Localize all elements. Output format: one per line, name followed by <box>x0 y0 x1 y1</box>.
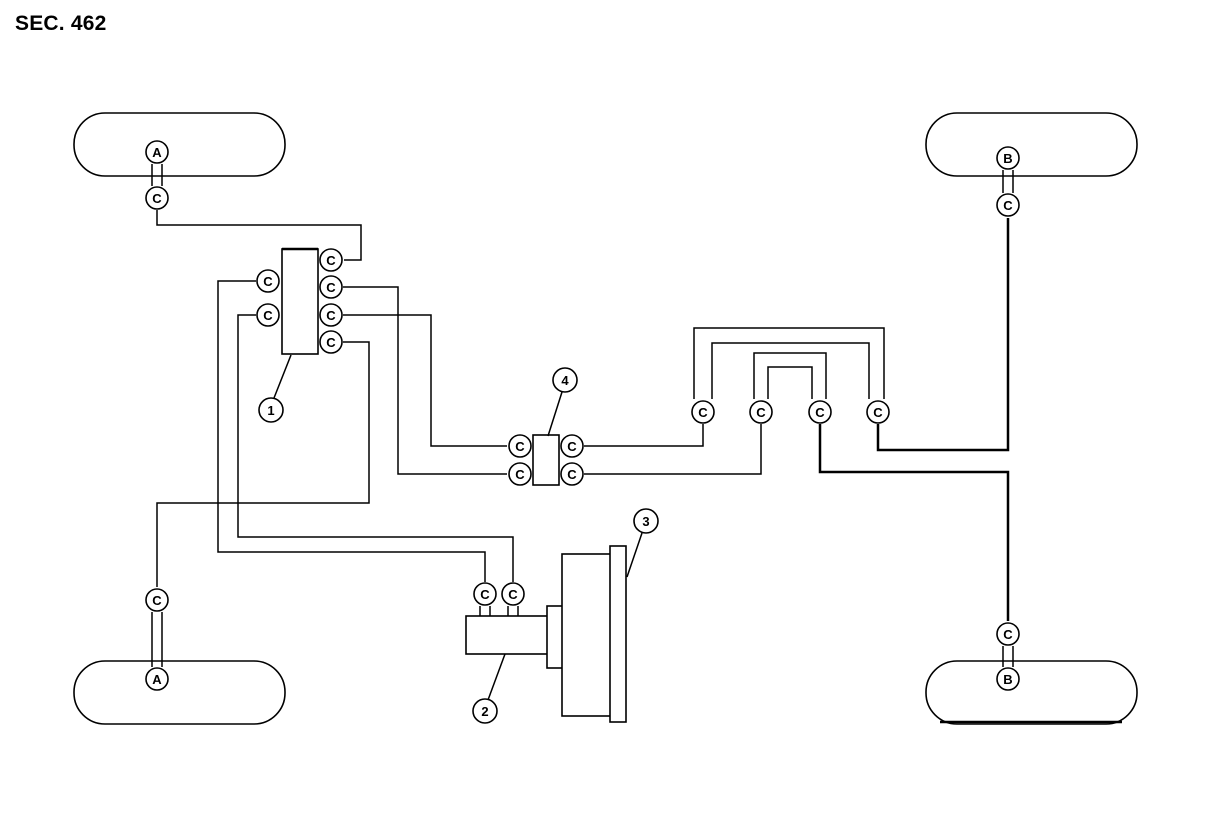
connector-c: C <box>808 400 832 424</box>
connector-c: C <box>145 588 169 612</box>
hose-marker-a-front: A <box>145 140 169 164</box>
svg-text:B: B <box>1003 151 1012 166</box>
svg-text:A: A <box>152 145 162 160</box>
master-cylinder-flange <box>546 605 564 669</box>
brake-booster-3 <box>561 553 613 717</box>
svg-text:C: C <box>1003 198 1013 213</box>
callout-2: 2 <box>472 698 498 724</box>
connector-c: C <box>560 434 584 458</box>
connector-c: C <box>749 400 773 424</box>
svg-text:3: 3 <box>642 514 649 529</box>
svg-text:C: C <box>326 308 336 323</box>
connector-c: C <box>508 434 532 458</box>
svg-text:2: 2 <box>481 704 488 719</box>
connector-c: C <box>560 462 584 486</box>
brake-lines <box>151 164 1014 667</box>
connector-c: C <box>996 193 1020 217</box>
connector-c: C <box>256 303 280 327</box>
hose-marker-b-rear: B <box>996 667 1020 691</box>
svg-text:C: C <box>515 467 525 482</box>
connector-c: C <box>319 303 343 327</box>
brake-booster-plate <box>609 545 627 723</box>
svg-text:C: C <box>152 593 162 608</box>
svg-text:C: C <box>263 274 273 289</box>
connector-c: C <box>145 186 169 210</box>
page-title: SEC. 462 <box>15 12 107 35</box>
svg-text:C: C <box>1003 627 1013 642</box>
svg-text:C: C <box>326 253 336 268</box>
connector-c: C <box>866 400 890 424</box>
connector-c: C <box>256 269 280 293</box>
svg-text:C: C <box>515 439 525 454</box>
connector-c: C <box>319 248 343 272</box>
callout-3: 3 <box>633 508 659 534</box>
svg-text:C: C <box>326 335 336 350</box>
svg-text:C: C <box>873 405 883 420</box>
connector-c: C <box>319 275 343 299</box>
proportioning-valve-4 <box>532 434 560 486</box>
wheel-rear-left <box>73 660 286 725</box>
connector-c: C <box>473 582 497 606</box>
callout-1: 1 <box>258 397 284 423</box>
master-cylinder-2 <box>465 615 549 655</box>
wheel-rear-right <box>925 660 1138 725</box>
svg-text:C: C <box>756 405 766 420</box>
connector-c: C <box>501 582 525 606</box>
connector-c: C <box>691 400 715 424</box>
svg-text:C: C <box>567 467 577 482</box>
connector-c: C <box>319 330 343 354</box>
callout-4: 4 <box>552 367 578 393</box>
svg-text:C: C <box>815 405 825 420</box>
svg-text:A: A <box>152 672 162 687</box>
svg-text:C: C <box>480 587 490 602</box>
connector-c: C <box>996 622 1020 646</box>
svg-text:C: C <box>152 191 162 206</box>
svg-text:C: C <box>508 587 518 602</box>
svg-text:4: 4 <box>561 373 569 388</box>
wheel-front-left <box>73 112 286 177</box>
distribution-block-1 <box>281 248 319 355</box>
hose-marker-b-front: B <box>996 146 1020 170</box>
svg-text:C: C <box>326 280 336 295</box>
svg-text:C: C <box>263 308 273 323</box>
connector-c: C <box>508 462 532 486</box>
hose-marker-a-rear: A <box>145 667 169 691</box>
svg-text:B: B <box>1003 672 1012 687</box>
svg-text:C: C <box>567 439 577 454</box>
svg-text:1: 1 <box>267 403 274 418</box>
wheel-front-right <box>925 112 1138 177</box>
svg-text:C: C <box>698 405 708 420</box>
